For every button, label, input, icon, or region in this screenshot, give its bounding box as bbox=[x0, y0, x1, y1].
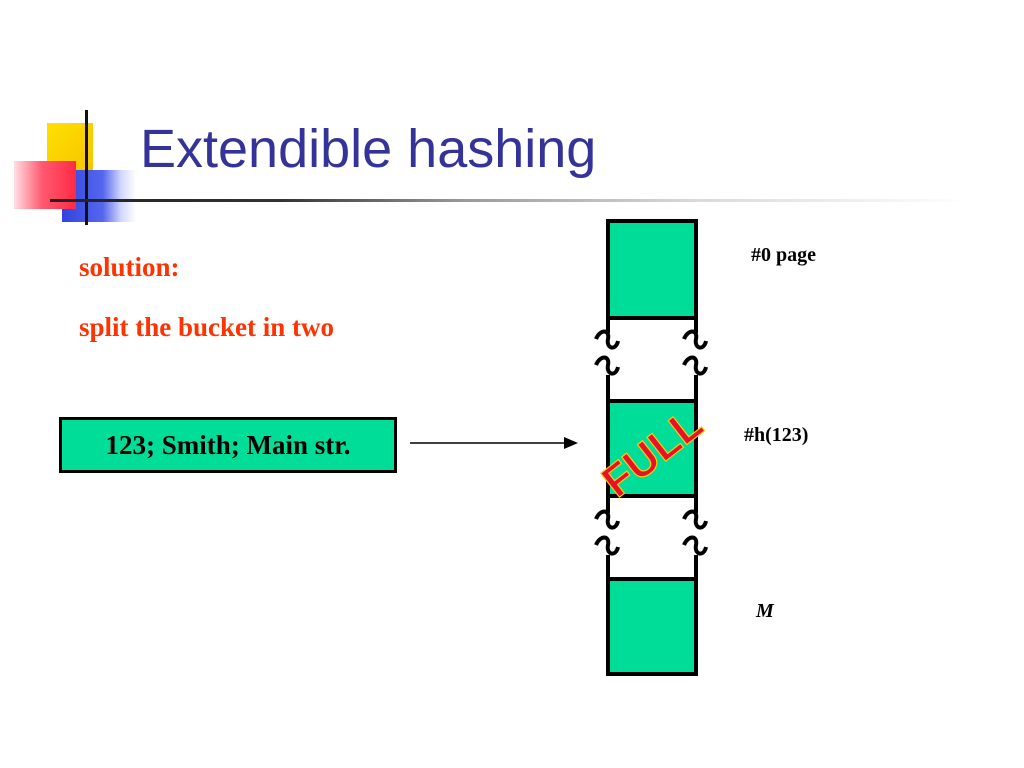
bucket-column: FULL bbox=[592, 219, 712, 676]
break-mark-left-1 bbox=[594, 329, 620, 376]
hash-label: #h(123) bbox=[744, 424, 809, 446]
break-mark-right-1 bbox=[682, 329, 708, 376]
bucket-page-0 bbox=[606, 219, 698, 320]
break-mark-right-2 bbox=[682, 509, 708, 556]
title-underline bbox=[50, 199, 970, 202]
record-box: 123; Smith; Main str. bbox=[59, 417, 397, 473]
record-text: 123; Smith; Main str. bbox=[105, 429, 351, 460]
solution-label: solution: bbox=[79, 252, 180, 282]
last-bucket-label: M bbox=[756, 600, 774, 622]
solution-text: split the bucket in two bbox=[79, 312, 335, 342]
arrow-to-bucket bbox=[410, 437, 578, 449]
bucket-m bbox=[606, 577, 698, 676]
page-0-label: #0 page bbox=[751, 244, 816, 266]
logo-vertical-line bbox=[85, 110, 88, 225]
break-mark-left-2 bbox=[594, 509, 620, 556]
slide-title: Extendible hashing bbox=[140, 119, 597, 179]
bucket-h123 bbox=[606, 399, 698, 498]
